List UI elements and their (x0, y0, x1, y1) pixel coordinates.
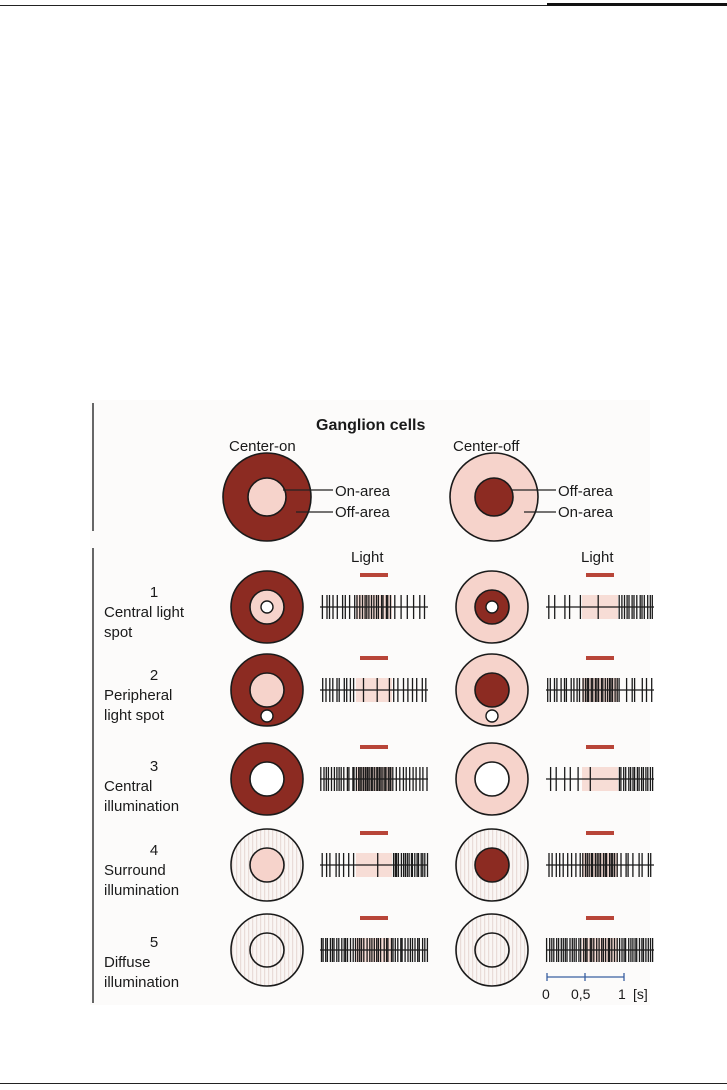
row-5-caption: 5 Diffuse illumination (104, 933, 204, 993)
row-5-line2: illumination (104, 974, 180, 991)
row-1-number: 1 (149, 584, 159, 601)
row-5-center-off-spikes-light-bar (586, 916, 614, 920)
row-1-line1: Central light (104, 604, 185, 621)
scale-tick-half: 0,5 (571, 986, 591, 1002)
figure-left-line-bottom (92, 548, 94, 1003)
row-3-center-on-spikes-light-bar (360, 745, 388, 749)
row-3-center-off-field-center (474, 761, 510, 797)
row-2-center-off-field-center (474, 672, 510, 708)
top-rule (0, 5, 727, 6)
row-3-center-off-spikes-light-bar (586, 745, 614, 749)
row-2-caption: 2 Peripheral light spot (104, 666, 204, 726)
figure-background (90, 400, 650, 1005)
center-on-surround-label: Off-area (335, 504, 390, 521)
figure-left-line-top (92, 403, 94, 531)
scale-tick-0: 0 (542, 986, 550, 1002)
row-4-caption: 4 Surround illumination (104, 841, 204, 901)
row-3-line2: illumination (104, 798, 180, 815)
row-4-line2: illumination (104, 882, 180, 899)
row-5-line1: Diffuse (104, 954, 151, 971)
row-3-number: 3 (149, 758, 159, 775)
row-4-line1: Surround (104, 862, 166, 879)
row-2-center-on-field-light-spot (260, 709, 274, 723)
row-1-line2: spot (104, 624, 133, 641)
bottom-rule (0, 1083, 727, 1084)
light-label-off: Light (581, 549, 614, 566)
row-1-center-off-field-light-spot (485, 600, 499, 614)
row-2-center-off-field-light-spot (485, 709, 499, 723)
row-3-center-on-field-center (249, 761, 285, 797)
row-5-center-on-field-center (249, 932, 285, 968)
row-4-center-on-field-center (249, 847, 285, 883)
row-2-line1: Peripheral (104, 687, 173, 704)
figure-title: Ganglion cells (316, 417, 426, 434)
scale-tick-1: 1 (618, 986, 626, 1002)
row-5-center-on-spikes-light-bar (360, 916, 388, 920)
center-off-center-label: Off-area (558, 483, 613, 500)
row-4-center-on-spikes-light-bar (360, 831, 388, 835)
scale-unit: [s] (633, 986, 648, 1002)
row-4-center-off-spikes-light-bar (586, 831, 614, 835)
row-2-center-off-spikes-light-bar (586, 656, 614, 660)
center-off-surround-label: On-area (558, 504, 614, 521)
center-on-field-center (247, 477, 287, 517)
row-1-center-on-spikes-light-bar (360, 573, 388, 577)
center-off-field-center (474, 477, 514, 517)
light-label-on: Light (351, 549, 384, 566)
top-rule-accent (547, 3, 727, 6)
row-2-number: 2 (149, 667, 159, 684)
row-2-line2: light spot (104, 707, 165, 724)
row-1-center-on-field-light-spot (260, 600, 274, 614)
row-3-line1: Central (104, 778, 153, 795)
row-2-center-on-spikes-light-bar (360, 656, 388, 660)
center-on-center-label: On-area (335, 483, 391, 500)
row-4-number: 4 (149, 842, 159, 859)
center-off-heading: Center-off (453, 438, 520, 455)
row-1-caption: 1 Central light spot (104, 583, 204, 643)
center-on-heading: Center-on (229, 438, 296, 455)
row-2-center-on-field-center (249, 672, 285, 708)
row-1-center-off-spikes-light-bar (586, 573, 614, 577)
row-3-caption: 3 Central illumination (104, 757, 204, 817)
row-4-center-off-field-center (474, 847, 510, 883)
row-5-center-off-field-center (474, 932, 510, 968)
row-5-number: 5 (149, 934, 159, 951)
